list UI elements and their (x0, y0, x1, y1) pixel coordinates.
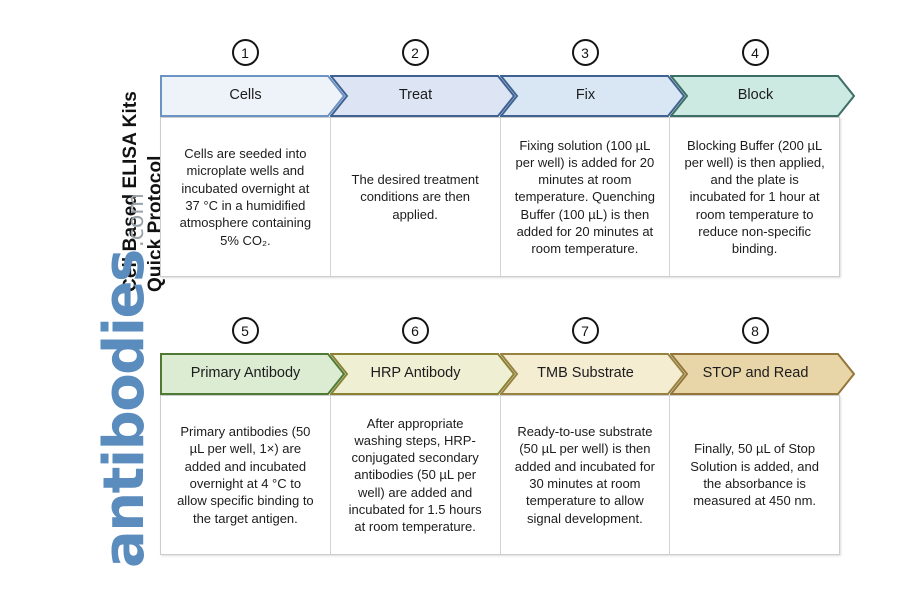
step-description-text-4: Blocking Buffer (200 µL per well) is the… (684, 137, 825, 257)
step-header-label-3: Fix (575, 87, 596, 104)
step-description-cell-7: Ready-to-use substrate (50 µL per well) … (501, 396, 671, 554)
step-header-shape-7 (500, 353, 685, 395)
step-content-strip-2: Primary antibodies (50 µL per well, 1×) … (160, 395, 840, 555)
step-number-badge-8: 8 (741, 317, 769, 344)
step-header-5[interactable]: Primary Antibody (160, 353, 345, 395)
step-header-label-7: TMB Substrate (537, 365, 634, 382)
step-header-shape-2 (330, 75, 515, 117)
step-number-badge-1: 1 (231, 39, 259, 66)
step-header-8[interactable]: STOP and Read (670, 353, 855, 395)
brand-logo-tld: .com (124, 193, 149, 248)
step-header-label-5: Primary Antibody (190, 365, 301, 382)
step-badge-row-2: 5 6 7 8 (160, 317, 840, 347)
step-number-badge-3: 3 (571, 39, 599, 66)
step-header-label-6: HRP Antibody (370, 365, 461, 382)
step-header-shape-1 (160, 75, 345, 117)
step-badge-row-1: 1 2 3 4 (160, 39, 840, 69)
protocol-flow-row-1: Cells Treat Fix Block Cells are seeded into… (160, 75, 855, 277)
step-header-label-4: Block (737, 87, 774, 104)
step-header-shape-8 (670, 353, 855, 395)
step-description-text-1: Cells are seeded into microplate wells a… (179, 146, 312, 248)
step-header-label-2: Treat (398, 87, 433, 104)
step-header-shape-6 (330, 353, 515, 395)
step-description-text-7: Ready-to-use substrate (50 µL per well) … (514, 424, 655, 526)
step-description-text-2: The desired treatment conditions are the… (351, 172, 479, 222)
step-header-label-1: Cells (229, 87, 262, 104)
brand-logo-name: antibodies (92, 250, 157, 568)
step-header-7[interactable]: TMB Substrate (500, 353, 685, 395)
brand-logo-watermark: antibodies.com (0, 193, 157, 586)
step-header-2[interactable]: Treat (330, 75, 515, 117)
step-header-shape-4 (670, 75, 855, 117)
step-header-1[interactable]: Cells (160, 75, 345, 117)
step-description-text-3: Fixing solution (100 µL per well) is add… (514, 137, 655, 257)
step-header-3[interactable]: Fix (500, 75, 685, 117)
step-header-6[interactable]: HRP Antibody (330, 353, 515, 395)
step-header-label-8: STOP and Read (702, 365, 809, 382)
step-description-cell-5: Primary antibodies (50 µL per well, 1×) … (161, 396, 331, 554)
step-header-strip-2: Primary Antibody HRP Antibody TMB Substrat… (160, 353, 855, 395)
step-header-shape-5 (160, 353, 345, 395)
step-description-text-8: Finally, 50 µL of Stop Solution is added… (690, 441, 819, 509)
step-header-4[interactable]: Block (670, 75, 855, 117)
step-number-badge-2: 2 (401, 39, 429, 66)
step-content-strip-1: Cells are seeded into microplate wells a… (160, 117, 840, 277)
step-header-shape-3 (500, 75, 685, 117)
step-description-cell-3: Fixing solution (100 µL per well) is add… (501, 118, 671, 276)
protocol-flow-row-2: Primary Antibody HRP Antibody TMB Substrat… (160, 353, 855, 555)
step-number-badge-5: 5 (231, 317, 259, 344)
step-description-cell-2: The desired treatment conditions are the… (331, 118, 501, 276)
step-description-cell-8: Finally, 50 µL of Stop Solution is added… (670, 396, 839, 554)
step-description-cell-6: After appropriate washing steps, HRP-con… (331, 396, 501, 554)
step-description-cell-4: Blocking Buffer (200 µL per well) is the… (670, 118, 839, 276)
step-description-cell-1: Cells are seeded into microplate wells a… (161, 118, 331, 276)
step-description-text-6: After appropriate washing steps, HRP-con… (348, 415, 482, 535)
step-description-text-5: Primary antibodies (50 µL per well, 1×) … (177, 424, 314, 526)
step-header-strip-1: Cells Treat Fix Block (160, 75, 855, 117)
step-number-badge-7: 7 (571, 317, 599, 344)
step-number-badge-6: 6 (401, 317, 429, 344)
step-number-badge-4: 4 (741, 39, 769, 66)
